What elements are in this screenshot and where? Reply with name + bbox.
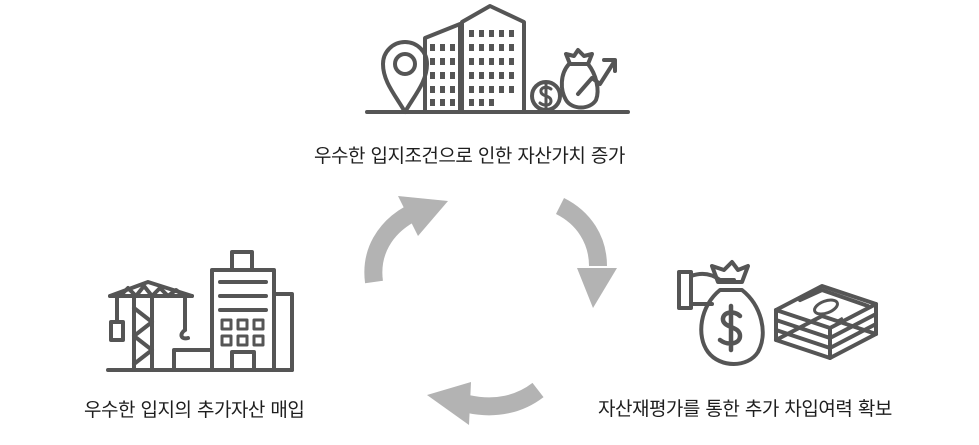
node-top-label: 우수한 입지조건으로 인한 자산가치 증가 <box>314 145 625 167</box>
arrow-right-to-left-head <box>427 382 471 425</box>
arrow-left-to-top <box>364 206 415 284</box>
arrow-top-to-right-head <box>577 268 617 308</box>
arrow-right-to-left <box>466 382 544 416</box>
arrow-left-to-top-head <box>398 196 448 236</box>
arrow-top-to-right <box>555 197 607 267</box>
node-left-label: 우수한 입지의 추가자산 매입 <box>84 399 305 421</box>
node-right-label: 자산재평가를 통한 추가 차입여력 확보 <box>598 398 892 420</box>
